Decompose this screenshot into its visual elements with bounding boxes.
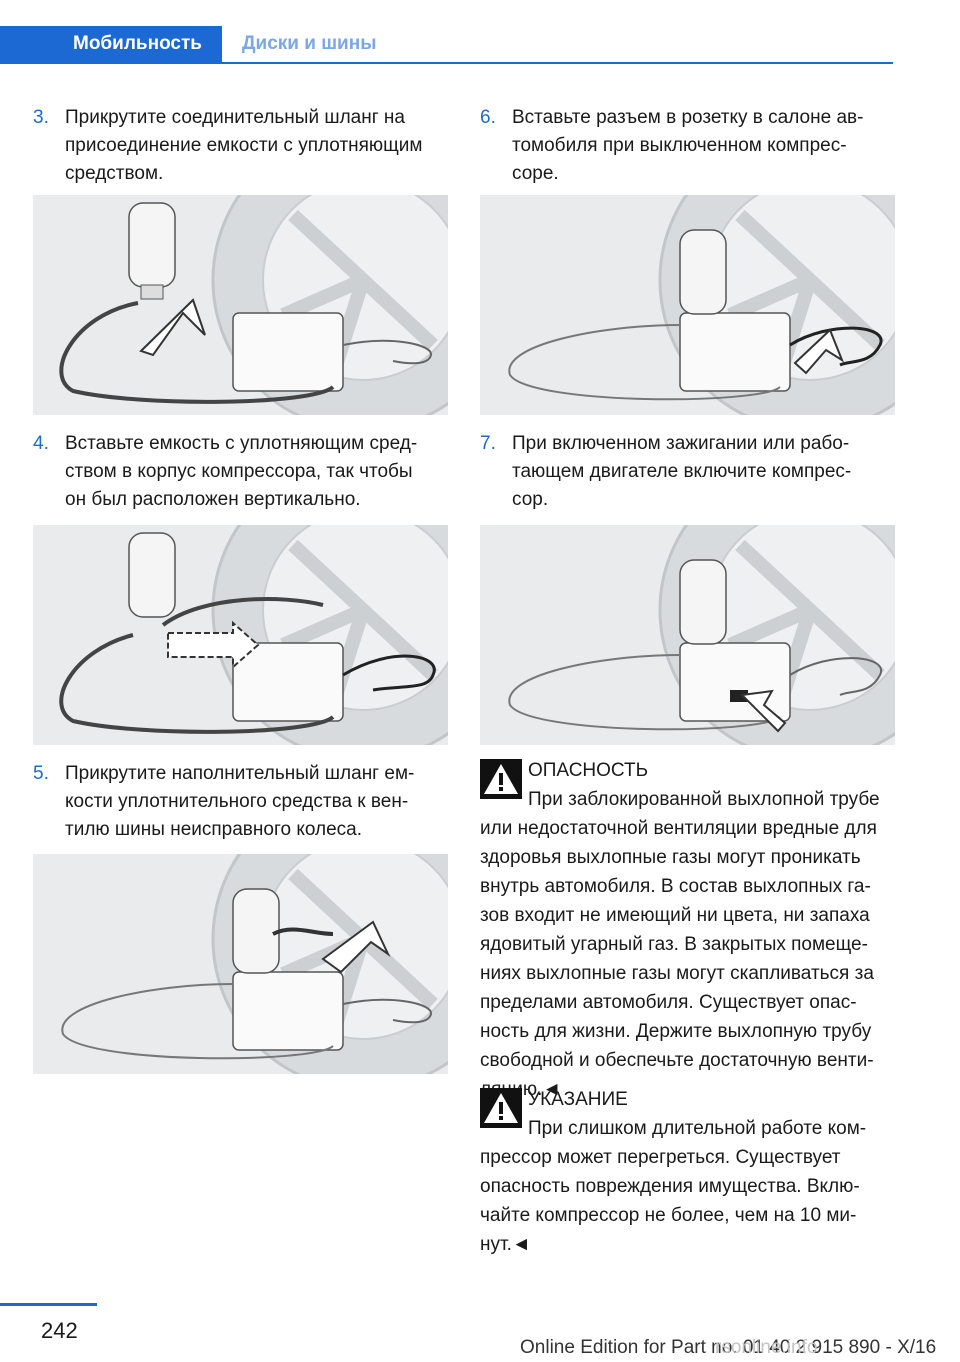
warning-text-line: внутрь автомобиля. В состав выхлопных га… bbox=[480, 876, 871, 897]
right-column: 6. Вставьте разъем в розетку в салоне ав… bbox=[480, 100, 895, 1280]
warning-text-line: здоровья выхлопные газы могут проникать bbox=[480, 847, 861, 868]
illustration-step-4 bbox=[33, 525, 448, 745]
step-text-line: сор. bbox=[512, 489, 549, 510]
footer-edition: Online Edition for Part no. 01 40 2 915 … bbox=[520, 1337, 937, 1358]
step-text-line: соре. bbox=[512, 163, 559, 184]
step-text-line: Прикрутите соединительный шланг на bbox=[65, 107, 405, 128]
notice-text-line: При слишком длительной работе ком‐ bbox=[528, 1118, 867, 1139]
step-number: 7. bbox=[480, 433, 496, 454]
illustration-step-5 bbox=[33, 854, 448, 1074]
step-number: 6. bbox=[480, 107, 496, 128]
step-text-line: тающем двигателе включите компрес‐ bbox=[512, 461, 852, 482]
illustration-step-7 bbox=[480, 525, 895, 745]
step-text-line: ством в корпус компрессора, так чтобы bbox=[65, 461, 413, 482]
warning-triangle-icon bbox=[480, 1088, 522, 1128]
warning-text-line: ниях выхлопные газы могут скапливаться з… bbox=[480, 963, 874, 984]
danger-warning: ОПАСНОСТЬ При заблокированной выхлопной … bbox=[480, 756, 895, 1104]
watermark: rsonline.info bbox=[715, 1337, 818, 1358]
warning-text-line: ность для жизни. Держите выхлопную трубу bbox=[480, 1021, 872, 1042]
step-text-line: тилю шины неисправного колеса. bbox=[65, 819, 362, 840]
step-number: 4. bbox=[33, 433, 49, 454]
warning-heading: ОПАСНОСТЬ bbox=[528, 760, 649, 781]
notice-text-line: опасность повреждения имущества. Вклю‐ bbox=[480, 1176, 860, 1197]
notice-warning: УКАЗАНИЕ При слишком длительной работе к… bbox=[480, 1085, 895, 1259]
tab-mobility-label: Мобильность bbox=[73, 33, 202, 54]
step-text-line: кости уплотнительного средства к вен‐ bbox=[65, 791, 409, 812]
step-text-line: томобиля при выключенном компрес‐ bbox=[512, 135, 847, 156]
warning-text-line: или недостаточной вентиляции вредные для bbox=[480, 818, 877, 839]
illustration-step-3 bbox=[33, 195, 448, 415]
page-number: 242 bbox=[41, 1318, 78, 1343]
warning-text-line: свободной и обеспечьте достаточную венти… bbox=[480, 1050, 874, 1071]
footer-rule bbox=[0, 1303, 97, 1306]
header-tab-bar: Мобильность Диски и шины bbox=[0, 26, 893, 64]
notice-text-line: нут.◄ bbox=[480, 1234, 531, 1255]
tab-mobility[interactable]: Мобильность bbox=[0, 26, 222, 62]
warning-text-line: пределами автомобиля. Существует опас‐ bbox=[480, 992, 857, 1013]
step-text-line: средством. bbox=[65, 163, 164, 184]
notice-heading: УКАЗАНИЕ bbox=[528, 1089, 628, 1110]
step-text-line: При включенном зажигании или рабо‐ bbox=[512, 433, 850, 454]
notice-text-line: чайте компрессор не более, чем на 10 ми‐ bbox=[480, 1205, 857, 1226]
illustration-step-6 bbox=[480, 195, 895, 415]
step-text-line: Вставьте разъем в розетку в салоне ав‐ bbox=[512, 107, 864, 128]
step-text-line: присоединение емкости с уплотняющим bbox=[65, 135, 423, 156]
warning-text-line: ядовитый угарный газ. В закрытых помеще‐ bbox=[480, 934, 868, 955]
warning-text-line: При заблокированной выхлопной трубе bbox=[528, 789, 880, 810]
step-number: 5. bbox=[33, 763, 49, 784]
step-number: 3. bbox=[33, 107, 49, 128]
warning-text-line: зов входит не имеющий ни цвета, ни запах… bbox=[480, 905, 870, 926]
step-text-line: Прикрутите наполнительный шланг ем‐ bbox=[65, 763, 415, 784]
warning-triangle-icon bbox=[480, 759, 522, 799]
step-text-line: Вставьте емкость с уплотняющим сред‐ bbox=[65, 433, 418, 454]
tab-wheels-tires[interactable]: Диски и шины bbox=[242, 33, 377, 54]
left-column: 3. Прикрутите соединительный шланг на пр… bbox=[33, 100, 448, 1080]
notice-text-line: прессор может перегреться. Существует bbox=[480, 1147, 841, 1168]
step-text-line: он был расположен вертикально. bbox=[65, 489, 361, 510]
